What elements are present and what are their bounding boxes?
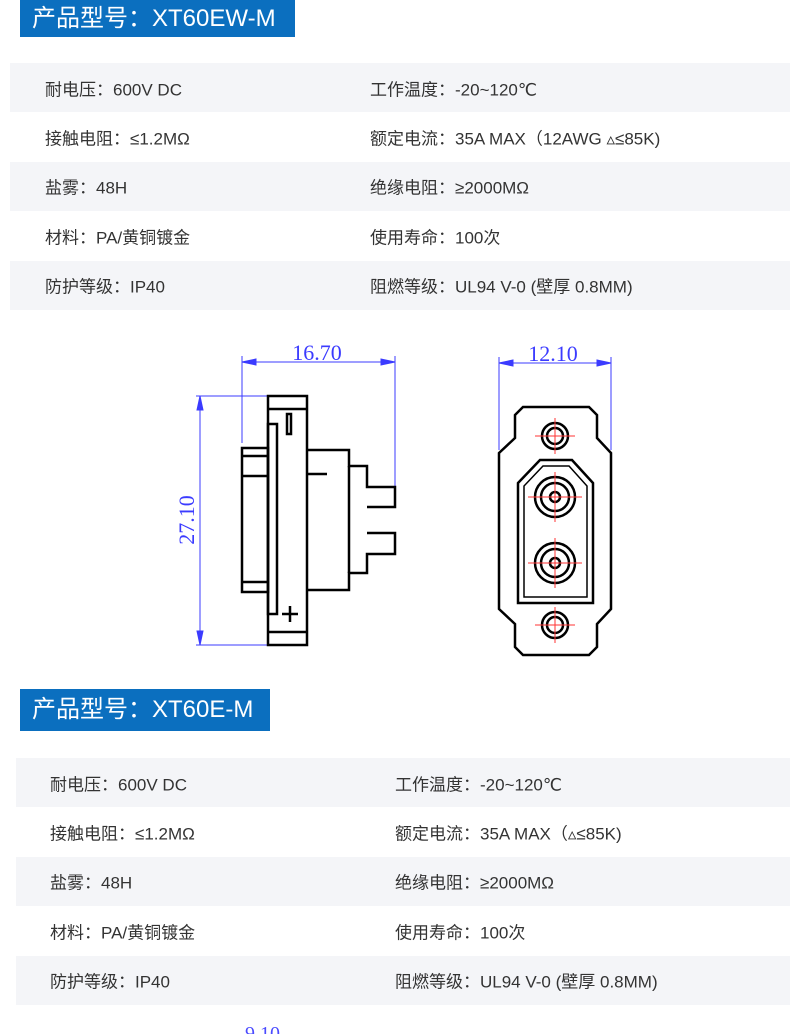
spec-right: 阻燃等级：UL94 V-0 (壁厚 0.8MM) [370, 277, 633, 297]
width-dimension-label: 16.70 [292, 340, 342, 365]
spec-left: 耐电压：600V DC [50, 775, 187, 795]
section-1-title: 产品型号：XT60EW-M [20, 0, 295, 37]
spec-right: 使用寿命：100次 [370, 228, 501, 248]
table-row: 防护等级：IP40 阻燃等级：UL94 V-0 (壁厚 0.8MM) [10, 260, 790, 310]
table-row: 盐雾：48H 绝缘电阻：≥2000MΩ [10, 161, 790, 212]
front-width-dimension-label: 12.10 [528, 341, 578, 366]
section-2-title: 产品型号：XT60E-M [20, 689, 270, 731]
spec-table-2: 耐电压：600V DC 工作温度：-20~120℃ 接触电阻：≤1.2MΩ 额定电流… [16, 758, 790, 1005]
spec-left: 盐雾：48H [45, 178, 128, 198]
table-row: 材料：PA/黄铜镀金 使用寿命：100次 [10, 211, 790, 260]
spec-table-1: 耐电压：600V DC 工作温度：-20~120℃ 接触电阻：≤1.2MΩ 额定电流… [10, 63, 790, 310]
table-row: 耐电压：600V DC 工作温度：-20~120℃ [16, 758, 790, 808]
spec-right: 使用寿命：100次 [395, 923, 526, 943]
table-row: 盐雾：48H 绝缘电阻：≥2000MΩ [16, 856, 790, 907]
spec-right: 额定电流：35A MAX（12AWG ▵≤85K) [370, 129, 661, 149]
table-row: 耐电压：600V DC 工作温度：-20~120℃ [10, 63, 790, 113]
table-row: 材料：PA/黄铜镀金 使用寿命：100次 [16, 906, 790, 955]
side-view [240, 394, 397, 647]
spec-left: 材料：PA/黄铜镀金 [50, 923, 196, 943]
spec-right: 绝缘电阻：≥2000MΩ [370, 178, 530, 198]
spec-right: 工作温度：-20~120℃ [370, 80, 537, 100]
spec-right: 阻燃等级：UL94 V-0 (壁厚 0.8MM) [395, 972, 658, 992]
table-row: 防护等级：IP40 阻燃等级：UL94 V-0 (壁厚 0.8MM) [16, 955, 790, 1005]
spec-left: 耐电压：600V DC [45, 80, 182, 100]
spec-right: 工作温度：-20~120℃ [395, 775, 562, 795]
height-dimension-label: 27.10 [174, 495, 199, 545]
spec-left: 接触电阻：≤1.2MΩ [45, 129, 190, 149]
dimension-lines [196, 356, 612, 646]
center-marks [528, 418, 582, 643]
spec-right: 绝缘电阻：≥2000MΩ [395, 873, 555, 893]
table-row: 接触电阻：≤1.2MΩ 额定电流：35A MAX（12AWG ▵≤85K) [10, 112, 790, 161]
spec-left: 防护等级：IP40 [45, 277, 165, 297]
spec-left: 防护等级：IP40 [50, 972, 170, 992]
table-row: 接触电阻：≤1.2MΩ 额定电流：35A MAX（▵≤85K) [16, 807, 790, 856]
spec-left: 盐雾：48H [50, 873, 133, 893]
spec-left: 接触电阻：≤1.2MΩ [50, 824, 195, 844]
spec-left: 材料：PA/黄铜镀金 [45, 228, 191, 248]
spec-right: 额定电流：35A MAX（▵≤85K) [395, 824, 622, 844]
next-drawing-dimension-partial: 9.10 [245, 1023, 280, 1034]
